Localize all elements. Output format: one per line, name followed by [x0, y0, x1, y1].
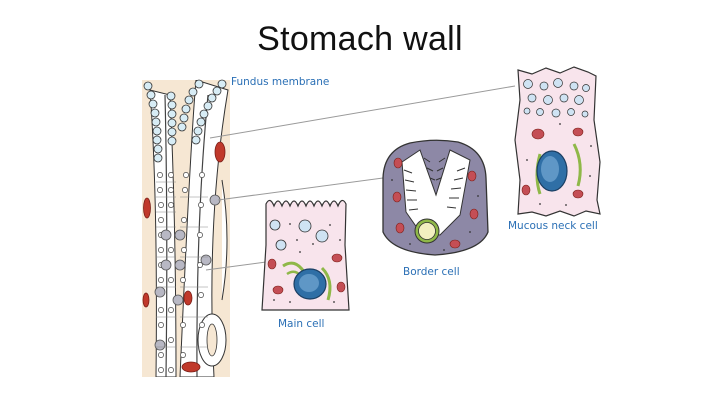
main-cell-illustration — [261, 199, 350, 311]
label-border-cell: Border cell — [403, 266, 460, 278]
label-mucous-neck-cell: Mucous neck cell — [508, 220, 598, 232]
leader-lines — [205, 85, 516, 271]
label-main-cell: Main cell — [278, 318, 325, 330]
mucous-neck-cell-illustration — [514, 66, 601, 217]
label-fundus-membrane: Fundus membrane — [231, 76, 330, 88]
border-cell-illustration — [382, 139, 489, 256]
slide-title: Stomach wall — [257, 20, 463, 58]
gastric-gland-section — [142, 79, 230, 377]
